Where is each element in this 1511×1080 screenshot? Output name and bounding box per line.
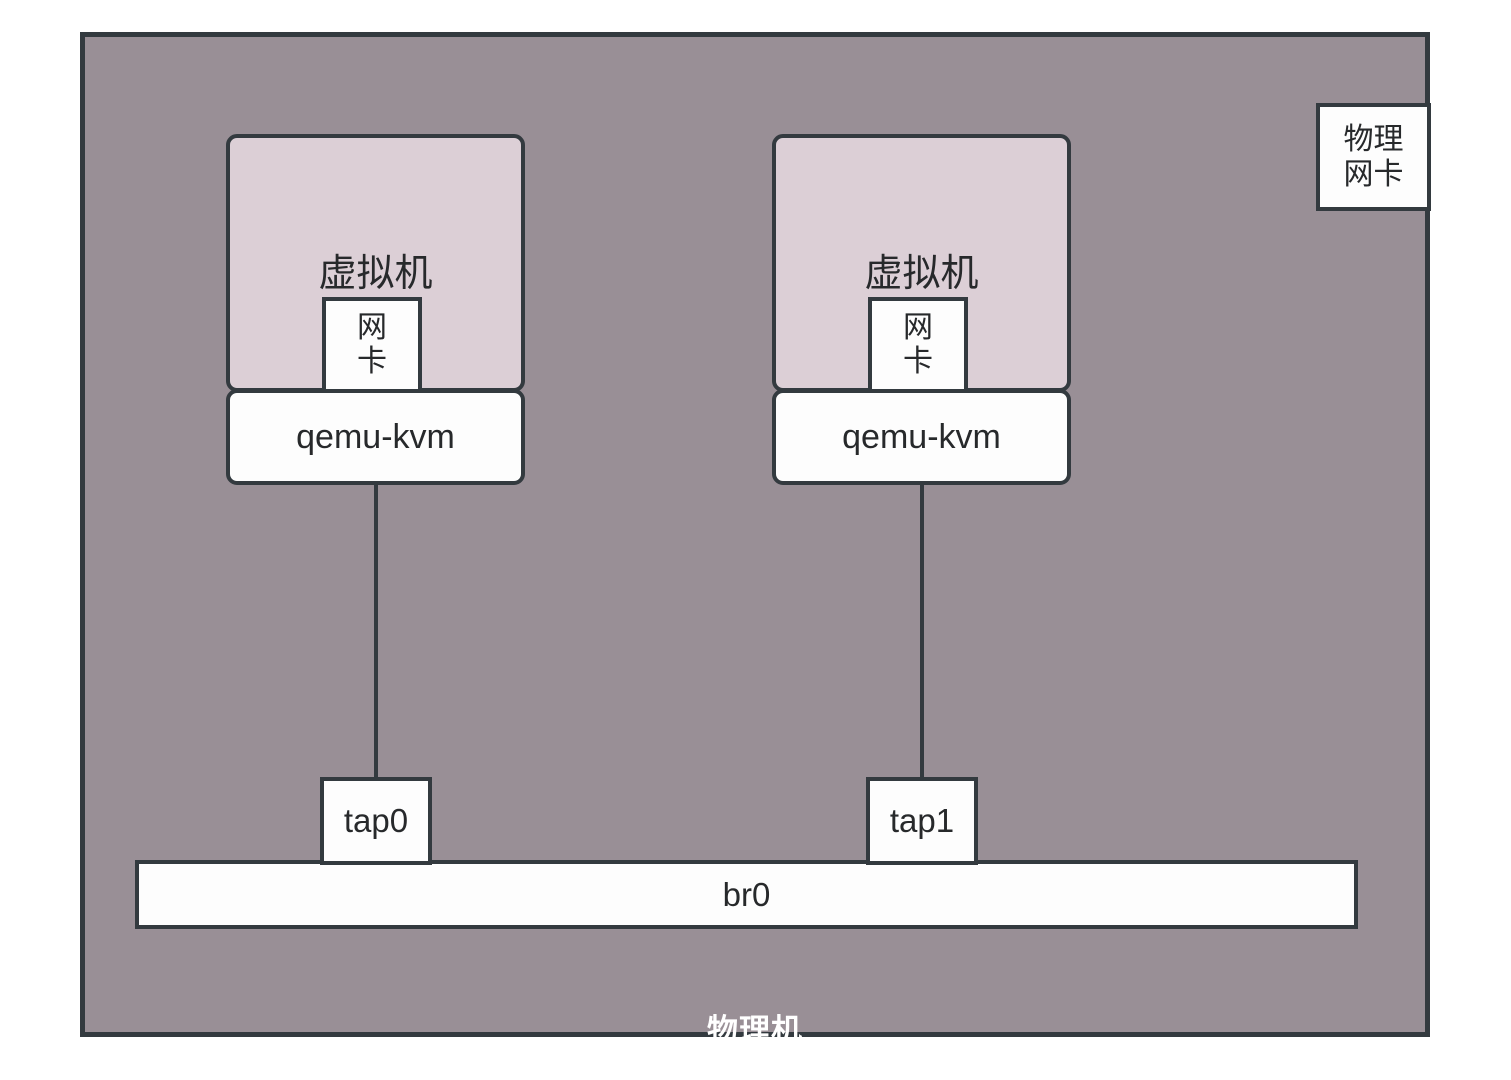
physical-nic-label-line2: 网卡 [1343,158,1404,191]
vm-nic-box-2: 网 卡 [868,297,968,393]
vm-nic-label-line1-2: 网 [903,311,933,345]
physical-nic-box: 物理 网卡 [1316,103,1431,211]
vm-group-1: 虚拟机 网 卡 qemu-kvm [226,134,525,485]
physical-host-container: 物理 网卡 虚拟机 网 卡 qemu-kvm 虚拟机 网 卡 qemu-kvm [80,32,1431,1048]
qemu-kvm-box-2: qemu-kvm [772,389,1071,485]
connector-qemu1-to-tap0 [374,483,378,779]
connector-qemu2-to-tap1 [920,483,924,779]
physical-host-label: 物理机 [707,1013,803,1048]
vm-title-1: 虚拟机 [318,253,433,295]
physical-nic-label-line1: 物理 [1343,122,1404,156]
vm-nic-label-line2-1: 卡 [357,345,387,378]
tap1-box: tap1 [866,777,978,865]
vm-group-2: 虚拟机 网 卡 qemu-kvm [772,134,1071,485]
vm-nic-box-1: 网 卡 [322,297,422,393]
qemu-kvm-box-1: qemu-kvm [226,389,525,485]
vm-nic-label-line1-1: 网 [357,311,387,345]
bridge-br0-bar: br0 [135,860,1358,929]
vm-title-2: 虚拟机 [864,253,979,295]
tap0-box: tap0 [320,777,432,865]
vm-nic-label-line2-2: 卡 [903,345,933,378]
